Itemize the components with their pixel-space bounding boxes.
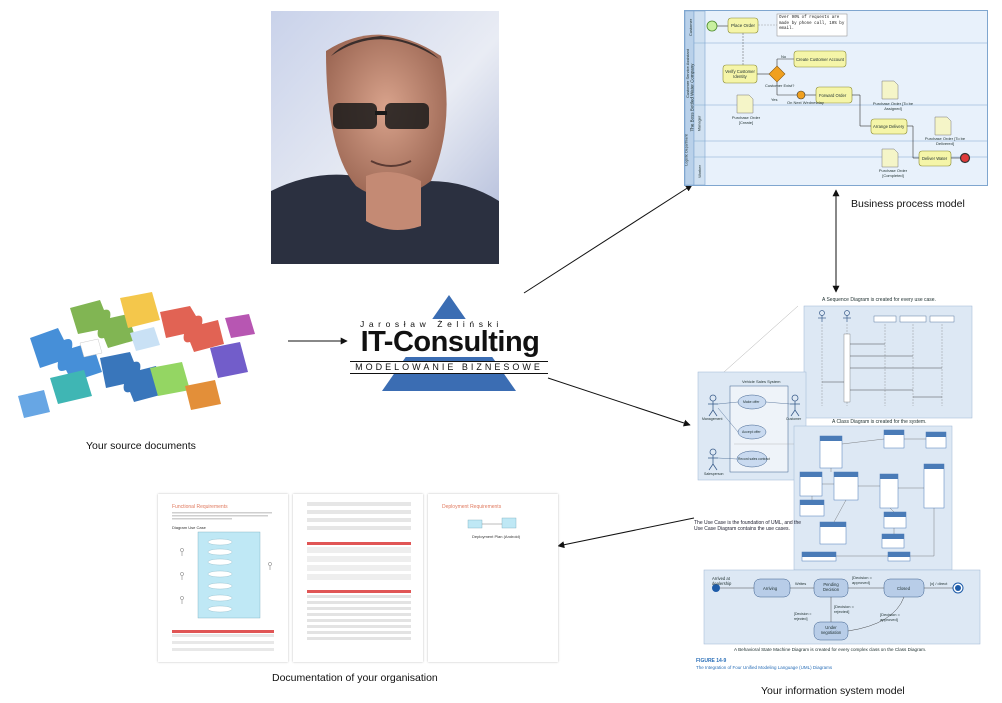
puzzle-pieces-image (10, 278, 270, 428)
doc-page-1: Functional Requirements (158, 494, 288, 662)
caption-information-system: Your information system model (761, 685, 905, 697)
bpmn-task-arrange-delivery: Arrange Delivery (873, 124, 905, 129)
actor-customer: Customer (786, 417, 802, 421)
uml-integration-diagram: A Sequence Diagram is created for every … (694, 294, 994, 680)
usecase-system-label: Vehicle Sales System (742, 379, 781, 384)
logo-brand: IT-Consulting (350, 327, 550, 357)
actor-salesperson: Salesperson (704, 472, 724, 476)
actor-management: Management (702, 417, 723, 421)
arrow-logo-to-uml (547, 377, 691, 427)
portrait-photo (271, 11, 499, 264)
bpmn-doc-completed: Purchase Order [Completed] (878, 168, 908, 178)
bpmn-lane-logistic: Logistic Department (684, 134, 689, 166)
usecase-make-offer: Make offer (743, 400, 760, 404)
usecase-caption: The Use Case is the foundation of UML, a… (694, 520, 802, 532)
bpmn-lane-assistant: Customer Service Assistant (684, 49, 690, 98)
class-diagram-caption: A Class Diagram is created for the syste… (832, 419, 927, 425)
it-consulting-logo: Jarosław Żeliński IT-Consulting MODELOWA… (338, 293, 560, 393)
bpmn-task-verify-customer: Verify Customer Identity (725, 69, 755, 79)
transition-rejected-2: [Decision = rejected] (794, 612, 812, 621)
doc-page-3: Deployment Requirements Deployment Plan … (428, 494, 558, 662)
transition-approved-2: [Decision = approved] (880, 612, 900, 622)
bpmn-gateway-label: Customer Exist? (765, 83, 795, 88)
caption-business-process: Business process model (851, 198, 965, 210)
bpmn-flow-no: No (781, 54, 787, 59)
bpmn-lane-manager: Manager (696, 115, 702, 132)
bpmn-doc-create: Purchase Order [Create] (731, 115, 761, 125)
figure-title: The Integration of Four Unified Modeling… (696, 665, 833, 670)
doc-page-1-diagram: Diagram Use Case (172, 525, 206, 530)
bpmn-task-forward-order: Forward Order (819, 93, 847, 98)
state-negotiation: Under negotiation (820, 625, 842, 635)
transition-rejected: [Decision = rejected] (834, 604, 854, 614)
caption-documentation: Documentation of your organisation (272, 672, 438, 684)
transition-direct: [x] / direct (930, 581, 948, 586)
state-machine-caption: A Behavioral State Machine Diagram is cr… (734, 647, 927, 652)
usecase-record-contract: Record sales contract (738, 457, 770, 461)
bpmn-task-deliver-water: Deliver Water (922, 156, 948, 161)
documentation-pages: Functional Requirements (158, 494, 558, 662)
transition-approved: [Decision = approved] (852, 575, 872, 585)
sequence-diagram-caption: A Sequence Diagram is created for every … (822, 297, 936, 303)
bpmn-flow-yes: Yes (771, 97, 778, 102)
state-closed: Closed (897, 586, 911, 591)
state-pending: Pending Decision (822, 582, 840, 592)
usecase-accept-offer: Accept offer (742, 430, 761, 434)
bpmn-lane-customer: Customer (688, 18, 694, 37)
transition-writes: Writes (795, 581, 807, 586)
bpmn-timer-label: On Next Wednesday (787, 100, 824, 105)
bpmn-diagram: The Boss Bottled Water Company Customer … (684, 10, 988, 186)
bpmn-task-create-account: Create Customer Account (796, 57, 844, 62)
doc-page-1-title: Functional Requirements (172, 504, 228, 510)
bpmn-doc-delivered: Purchase Order [To be Delivered] (924, 136, 966, 146)
bpmn-task-place-order: Place Order (731, 23, 756, 28)
arrow-logo-to-bpmn (523, 184, 693, 294)
state-arriving: Arriving (763, 586, 778, 591)
state-arrived: Arrived at dealership (712, 576, 732, 586)
logo-tagline: MODELOWANIE BIZNESOWE (350, 361, 548, 374)
bpmn-pool-label: The Boss Bottled Water Company (689, 63, 695, 132)
figure-label: FIGURE 14-9 (696, 658, 727, 664)
caption-source-documents: Your source documents (86, 440, 196, 452)
bpmn-doc-assigned: Purchase Order [To be Assigned] (872, 101, 914, 111)
logo-name-line: Jarosław Żeliński (358, 319, 552, 329)
bpmn-lane-worker: Worker (696, 165, 702, 178)
doc-page-2 (293, 494, 423, 662)
arrow-uml-to-docs (557, 517, 695, 549)
doc-page-3-diagram: Deployment Plan (Android) (472, 534, 521, 539)
doc-page-3-title: Deployment Requirements (442, 504, 502, 510)
bpmn-note: Over 90% of requests are made by phone c… (779, 16, 845, 31)
